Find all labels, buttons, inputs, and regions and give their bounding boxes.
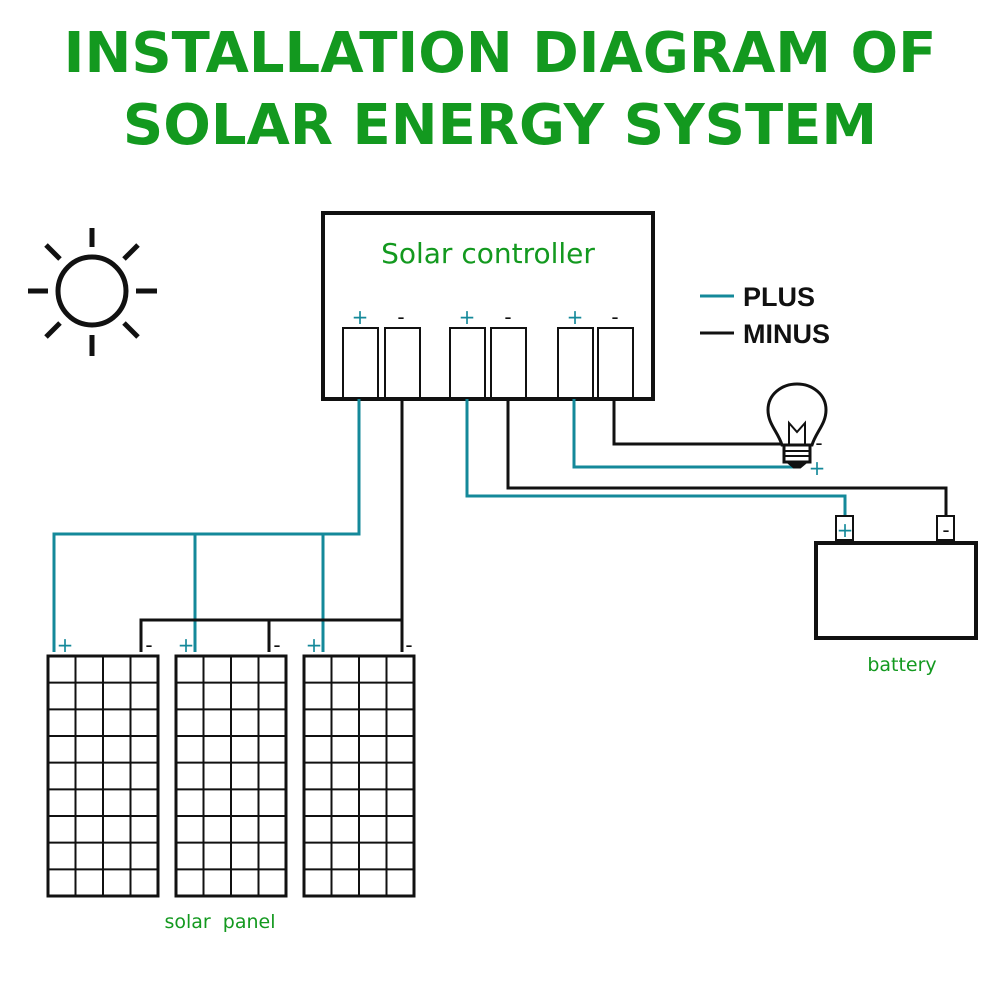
- panel-2-minus-sign: -: [273, 633, 280, 657]
- terminal-sign-2: -: [397, 305, 404, 329]
- controller-terminal-5: [557, 327, 594, 399]
- panel-1-minus-sign: -: [145, 633, 152, 657]
- legend-plus-label: PLUS: [743, 282, 815, 312]
- lamp-minus-sign: -: [815, 431, 822, 455]
- battery-plus-sign: +: [837, 518, 854, 542]
- controller-terminal-6: [597, 327, 634, 399]
- light-bulb-icon: [766, 382, 828, 469]
- solar-controller: Solar controller + - + - + -: [321, 211, 655, 401]
- controller-terminal-4: [490, 327, 527, 399]
- panel-3-plus-sign: +: [306, 633, 323, 657]
- controller-label: Solar controller: [381, 237, 595, 270]
- battery: + - battery: [814, 515, 978, 676]
- solar-panel-1: [46, 654, 160, 898]
- terminal-sign-1: +: [352, 305, 369, 329]
- terminal-sign-6: -: [611, 305, 618, 329]
- battery-label: battery: [867, 654, 936, 676]
- solar-panel-2: [174, 654, 288, 898]
- battery-body: [814, 541, 978, 640]
- plus-wires: [52, 399, 847, 652]
- battery-minus-sign: -: [942, 518, 949, 542]
- terminal-sign-5: +: [567, 305, 584, 329]
- page-title-line-2: SOLAR ENERGY SYSTEM: [122, 93, 878, 158]
- panel-1-plus-sign: +: [57, 633, 74, 657]
- minus-wires: [139, 399, 948, 652]
- battery-minus-terminal: [936, 515, 955, 541]
- solar-panels: [46, 654, 416, 898]
- terminal-sign-4: -: [504, 305, 511, 329]
- controller-terminal-3: [449, 327, 486, 399]
- controller-terminal-1: [342, 327, 379, 399]
- battery-plus-terminal: [835, 515, 854, 541]
- lamp-plus-sign: +: [809, 456, 826, 480]
- solar-panel-label: solar panel: [164, 911, 275, 933]
- page-title-line-1: INSTALLATION DIAGRAM OF: [63, 21, 937, 86]
- controller-terminal-2: [384, 327, 421, 399]
- sun-icon: [28, 228, 157, 356]
- terminal-sign-3: +: [459, 305, 476, 329]
- panel-2-plus-sign: +: [178, 633, 195, 657]
- legend: PLUS MINUS: [700, 282, 830, 349]
- legend-minus-label: MINUS: [743, 319, 830, 349]
- solar-panel-3: [302, 654, 416, 898]
- panel-3-minus-sign: -: [405, 633, 412, 657]
